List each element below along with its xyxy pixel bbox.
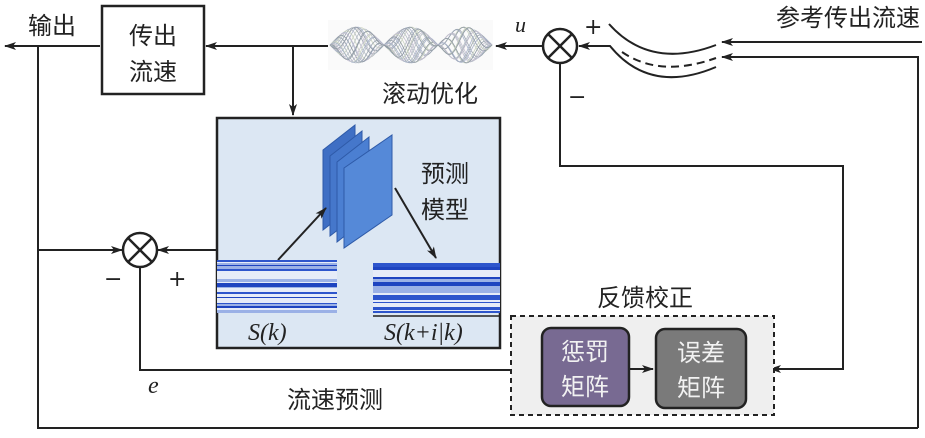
summing-junction-icon (541, 27, 579, 65)
error-to-penalty-arrow (139, 267, 537, 374)
plant-block (100, 4, 206, 96)
plant-label-line2: 流速 (129, 58, 177, 86)
error-matrix-label-line2: 矩阵 (677, 374, 725, 402)
flow-prediction-label: 流速预测 (287, 386, 383, 414)
error-label: e (148, 373, 159, 399)
feedback-correction-label: 反馈校正 (597, 284, 693, 312)
summing-junction-icon (121, 231, 159, 269)
waveform-trace (329, 30, 493, 62)
input-to-model-arrow (277, 207, 327, 261)
model-to-output-arrow (394, 187, 437, 259)
plant-label-line1: 传出 (129, 22, 177, 50)
error-matrix-label-line1: 误差 (677, 339, 725, 367)
penalty-matrix-block (540, 326, 631, 408)
model-label-line1: 预测 (421, 160, 469, 188)
penalty-label-line1: 惩罚 (561, 338, 609, 366)
waveform-trace (329, 27, 493, 61)
state-input-label: S(k) (248, 320, 287, 346)
junction-to-error-matrix-arrow (559, 63, 844, 373)
minus-sign-top: − (568, 85, 586, 110)
plus-sign-top: + (584, 15, 602, 40)
plus-sign-left: + (168, 267, 186, 292)
waveform-icon (328, 20, 493, 70)
reference-label: 参考传出流速 (776, 4, 920, 32)
state-prediction-label: S(k+i|k) (384, 320, 463, 346)
state-prediction-image (373, 263, 500, 313)
waveform-trace (329, 29, 493, 64)
rolling-optimization-label: 滚动优化 (382, 80, 478, 108)
penalty-label-line2: 矩阵 (561, 373, 609, 401)
model-label-line2: 模型 (421, 196, 469, 224)
state-input-image (217, 260, 337, 313)
output-feedback-arrow (721, 53, 919, 428)
waveform-trace (329, 27, 493, 58)
control-signal-label: u (515, 12, 526, 37)
waveform-trace (329, 26, 493, 63)
conv-layers-icon (322, 123, 393, 249)
reference-trajectory-icon (607, 23, 717, 79)
minus-sign-left: − (104, 267, 122, 292)
waveform-trace (329, 36, 493, 63)
error-matrix-block (654, 327, 748, 410)
output-label: 输出 (28, 12, 76, 40)
outer-loop-line (37, 46, 918, 429)
waveform-trace (329, 26, 493, 52)
